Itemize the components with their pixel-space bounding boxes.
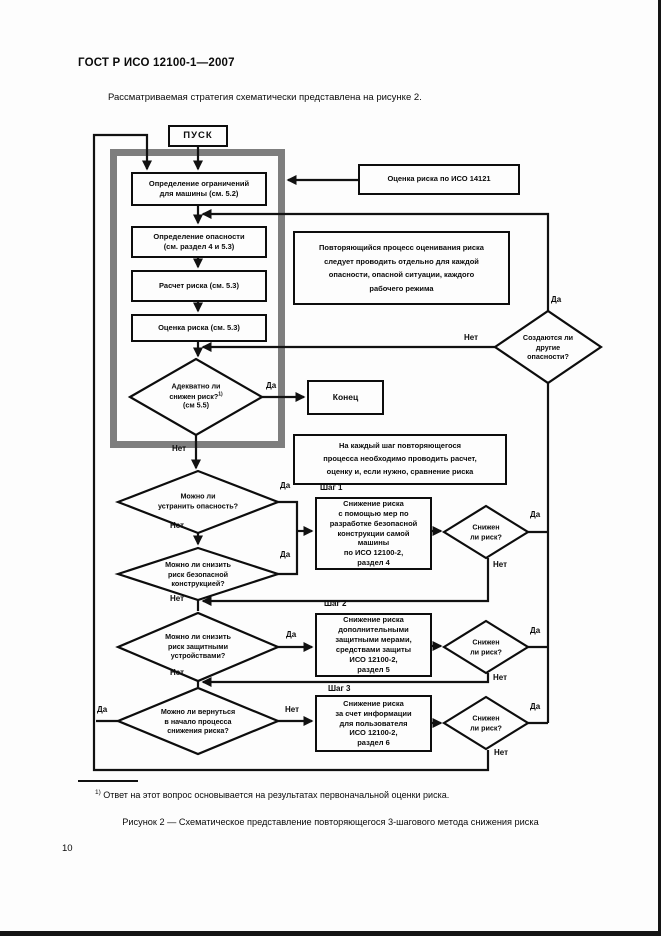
label-yes-adequate: Да xyxy=(266,381,277,390)
decision-risk-reduced-1-text: Снижен ли риск? xyxy=(470,522,502,542)
label-yes-risk-reduced-2: Да xyxy=(530,626,541,635)
intro-text: Рассматриваемая стратегия схематически п… xyxy=(108,92,422,103)
step3-label: Шаг 3 xyxy=(328,684,351,693)
decision-adequate-text: Адекватно ли снижен риск?1) (см 5.5) xyxy=(154,382,238,411)
label-yes-other-hazards: Да xyxy=(551,295,562,304)
note-iteration-box: Повторяющийся процесс оценивания риска с… xyxy=(293,231,510,305)
decision-can-return-shape xyxy=(115,686,281,756)
footnote-text: Ответ на этот вопрос основывается на рез… xyxy=(103,790,450,800)
label-no-can-remove: Нет xyxy=(170,521,185,530)
label-no-other-hazards: Нет xyxy=(464,333,479,342)
step2-label: Шаг 2 xyxy=(324,599,347,608)
step1-box: Снижение риска с помощью мер по разработ… xyxy=(315,497,432,570)
decision-can-design-text: Можно ли снизить риск безопасной констру… xyxy=(165,559,231,588)
decision-adequate-line: Адекватно ли снижен риск? xyxy=(169,381,221,401)
label-yes-can-design: Да xyxy=(280,550,291,559)
decision-adequate-footref: 1) xyxy=(218,391,223,398)
label-yes-risk-reduced-1: Да xyxy=(530,510,541,519)
decision-can-remove-shape xyxy=(114,469,282,535)
iso14121-box: Оценка риска по ИСО 14121 xyxy=(358,164,520,195)
step1-label: Шаг 1 xyxy=(320,483,343,492)
decision-risk-reduced-3-shape xyxy=(441,695,531,751)
label-no-can-guard: Нет xyxy=(170,668,185,677)
end-box: Конец xyxy=(307,380,384,415)
decision-can-return-text: Можно ли вернуться в начало процесса сни… xyxy=(160,706,236,735)
decision-can-guard-shape xyxy=(115,611,281,683)
label-no-risk-reduced-1: Нет xyxy=(493,560,508,569)
label-no-adequate: Нет xyxy=(172,444,187,453)
process-box-hazard: Определение опасности (см. раздел 4 и 5.… xyxy=(131,226,267,258)
process-box-risk-calc: Расчет риска (см. 5.3) xyxy=(131,270,267,302)
flow-connectors xyxy=(92,133,550,772)
label-no-risk-reduced-3: Нет xyxy=(494,748,509,757)
decision-risk-reduced-1-shape xyxy=(441,504,531,560)
footnote-rule xyxy=(78,780,138,782)
decision-risk-reduced-2-text: Снижен ли риск? xyxy=(470,637,502,657)
decision-other-hazards-shape xyxy=(493,309,603,385)
label-yes-can-return: Да xyxy=(97,705,108,714)
footnote: 1) Ответ на этот вопрос основывается на … xyxy=(95,789,449,800)
decision-can-remove-text: Можно ли устранить опасность? xyxy=(157,491,239,511)
page-number: 10 xyxy=(62,843,73,854)
decision-shapes xyxy=(114,309,603,756)
label-yes-risk-reduced-3: Да xyxy=(530,702,541,711)
label-no-risk-reduced-2: Нет xyxy=(493,673,508,682)
process-box-limits: Определение ограничений для машины (см. … xyxy=(131,172,267,206)
note-each-step-box: На каждый шаг повторяющегося процесса не… xyxy=(293,434,507,485)
figure-caption: Рисунок 2 — Схематическое представление … xyxy=(122,817,539,827)
decision-risk-reduced-2-shape xyxy=(441,619,531,675)
step3-box: Снижение риска за счет информации для по… xyxy=(315,695,432,752)
label-yes-can-guard: Да xyxy=(286,630,297,639)
decision-can-guard-text: Можно ли снизить риск защитными устройст… xyxy=(165,631,231,660)
decision-adequate-shape xyxy=(127,357,265,437)
label-no-can-return: Нет xyxy=(285,705,300,714)
decision-other-hazards-text: Создаются ли другие опасности? xyxy=(522,332,574,361)
doc-code: ГОСТ Р ИСО 12100-1—2007 xyxy=(78,57,235,69)
footnote-marker: 1) xyxy=(95,789,101,796)
label-yes-can-remove: Да xyxy=(280,481,291,490)
decision-risk-reduced-3-text: Снижен ли риск? xyxy=(470,713,502,733)
process-box-risk-eval: Оценка риска (см. 5.3) xyxy=(131,314,267,342)
label-no-can-design: Нет xyxy=(170,594,185,603)
decision-adequate-ref: (см 5.5) xyxy=(182,400,210,410)
step2-box: Снижение риска дополнительными защитными… xyxy=(315,613,432,677)
decision-can-design-shape xyxy=(114,546,282,602)
start-box: ПУСК xyxy=(168,125,228,147)
